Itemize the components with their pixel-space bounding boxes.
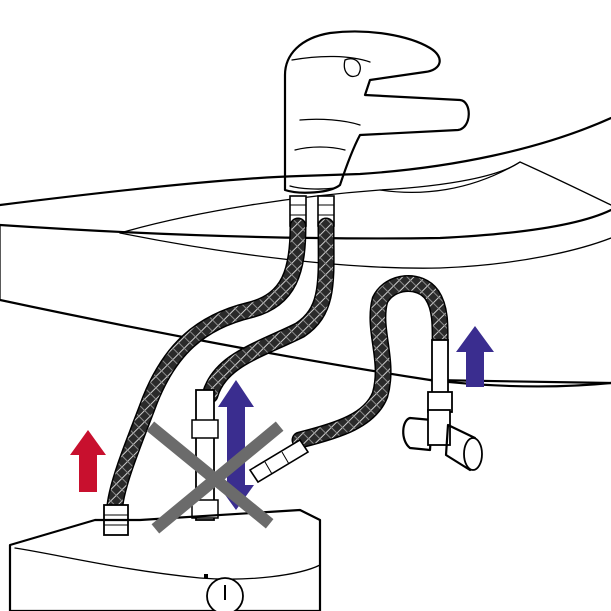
- washbasin: [0, 116, 611, 388]
- hose-cold-supply: [201, 217, 335, 404]
- water-heater: [8, 508, 322, 611]
- angle-valve: [402, 339, 483, 472]
- hose-angle-valve: [291, 275, 449, 449]
- cross-icon: [146, 421, 284, 534]
- arrow-up-down-icon: [218, 380, 254, 510]
- hose-hot-supply: [106, 217, 307, 514]
- faucet: [283, 30, 470, 194]
- arrow-up-icon: [70, 430, 106, 492]
- hose-nut-diagonal: [248, 438, 310, 484]
- arrow-up-icon: [456, 326, 494, 387]
